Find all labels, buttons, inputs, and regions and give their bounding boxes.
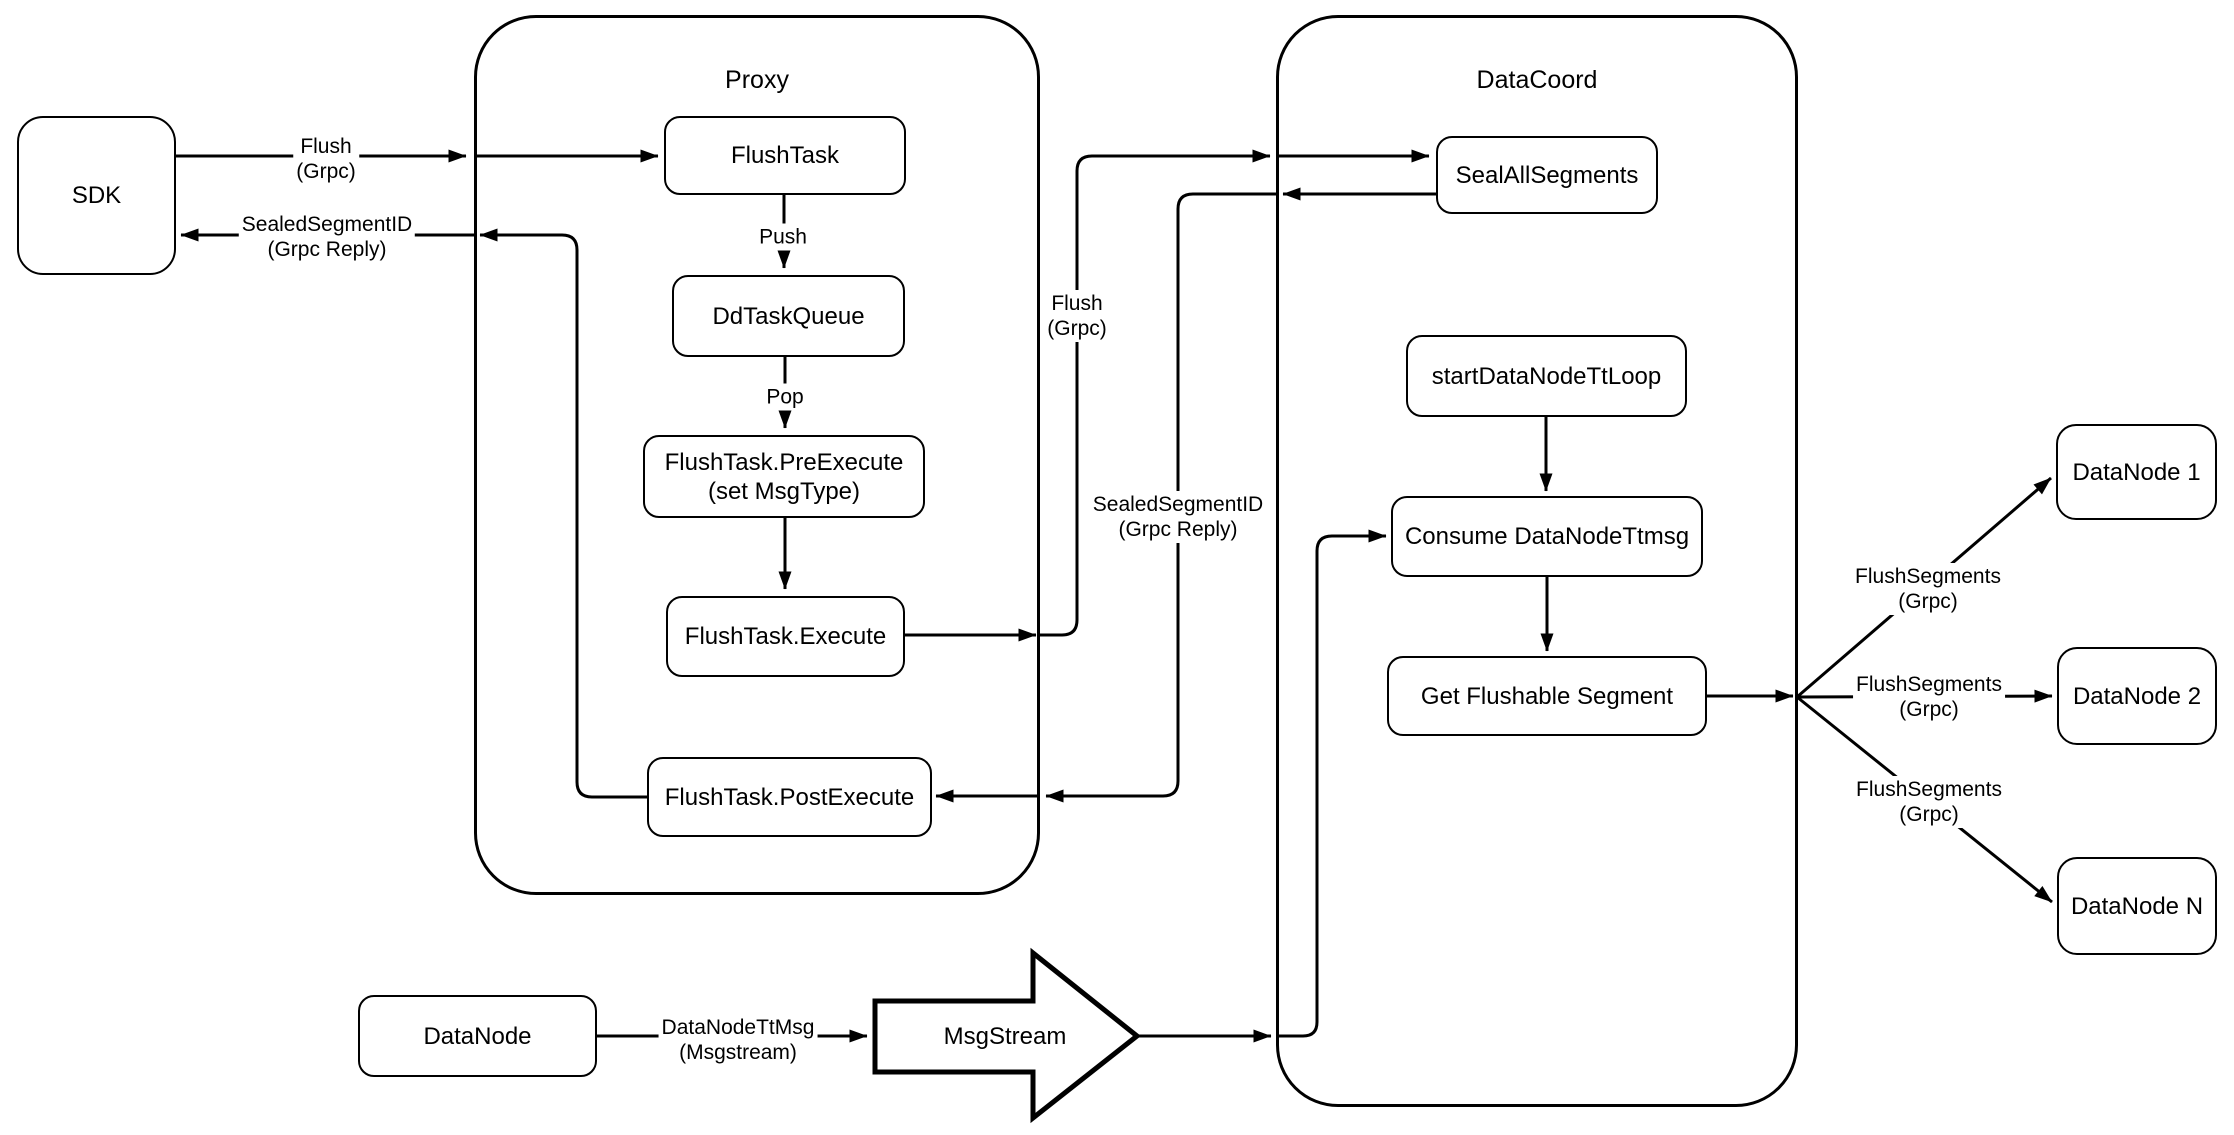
edge-label-push: Push xyxy=(756,223,810,251)
node-datanode-n-label: DataNode N xyxy=(2070,892,2204,920)
node-startdatanodettloop: startDataNodeTtLoop xyxy=(1406,335,1687,417)
node-datanode-1: DataNode 1 xyxy=(2056,424,2217,520)
node-consume-datanodettmsg: Consume DataNodeTtmsg xyxy=(1391,496,1703,577)
edge-postexecute-return xyxy=(479,228,647,799)
node-flushtask-execute: FlushTask.Execute xyxy=(666,596,905,677)
edge-label-flushsegments-1: FlushSegments (Grpc) xyxy=(1852,563,2004,615)
edge-label-datanodettmsg: DataNodeTtMsg (Msgstream) xyxy=(658,1014,818,1066)
edge-msgstream-to-consume xyxy=(1276,529,1387,1038)
node-datanode: DataNode xyxy=(358,995,597,1077)
node-ddtaskqueue-label: DdTaskQueue xyxy=(712,302,865,330)
msgstream-block-arrow xyxy=(872,947,1142,1124)
node-get-flushable-segment-label: Get Flushable Segment xyxy=(1420,682,1674,710)
node-flushtask-postexecute: FlushTask.PostExecute xyxy=(647,757,932,837)
node-startdatanodettloop-label: startDataNodeTtLoop xyxy=(1431,362,1662,390)
node-flushtask: FlushTask xyxy=(664,116,906,195)
edge-flush-grpc-riser xyxy=(1040,149,1271,637)
node-sdk: SDK xyxy=(17,116,176,275)
node-datanode-label: DataNode xyxy=(423,1022,532,1050)
node-datanode-2-label: DataNode 2 xyxy=(2072,682,2202,710)
edge-label-sealedsegmentid-sdk: SealedSegmentID (Grpc Reply) xyxy=(238,211,416,263)
node-sealallsegments: SealAllSegments xyxy=(1436,136,1658,214)
node-flushtask-preexecute: FlushTask.PreExecute (set MsgType) xyxy=(643,435,925,518)
edge-label-flush-grpc-mid: Flush (Grpc) xyxy=(1044,290,1110,342)
node-flushtask-preexecute-label: FlushTask.PreExecute (set MsgType) xyxy=(664,448,904,505)
proxy-title: Proxy xyxy=(725,66,789,94)
edge-label-flushsegments-3: FlushSegments (Grpc) xyxy=(1853,776,2005,828)
node-datanode-n: DataNode N xyxy=(2057,857,2217,955)
edge-label-flush-grpc-sdk: Flush (Grpc) xyxy=(293,133,359,185)
node-flushtask-label: FlushTask xyxy=(730,142,840,169)
node-sealallsegments-label: SealAllSegments xyxy=(1455,161,1639,189)
node-ddtaskqueue: DdTaskQueue xyxy=(672,275,905,357)
node-datanode-1-label: DataNode 1 xyxy=(2072,458,2201,486)
node-datanode-2: DataNode 2 xyxy=(2057,647,2217,745)
node-consume-datanodettmsg-label: Consume DataNodeTtmsg xyxy=(1404,523,1690,550)
edge-label-flushsegments-2: FlushSegments (Grpc) xyxy=(1853,671,2005,723)
edge-label-pop: Pop xyxy=(763,383,807,411)
node-flushtask-postexecute-label: FlushTask.PostExecute xyxy=(664,783,915,811)
node-flushtask-execute-label: FlushTask.Execute xyxy=(684,623,887,650)
edge-label-sealedsegmentid-mid: SealedSegmentID (Grpc Reply) xyxy=(1089,491,1267,543)
datacoord-title: DataCoord xyxy=(1476,66,1598,94)
node-get-flushable-segment: Get Flushable Segment xyxy=(1387,656,1707,736)
msgstream-label: MsgStream xyxy=(943,1023,1067,1050)
node-sdk-label: SDK xyxy=(71,182,122,209)
